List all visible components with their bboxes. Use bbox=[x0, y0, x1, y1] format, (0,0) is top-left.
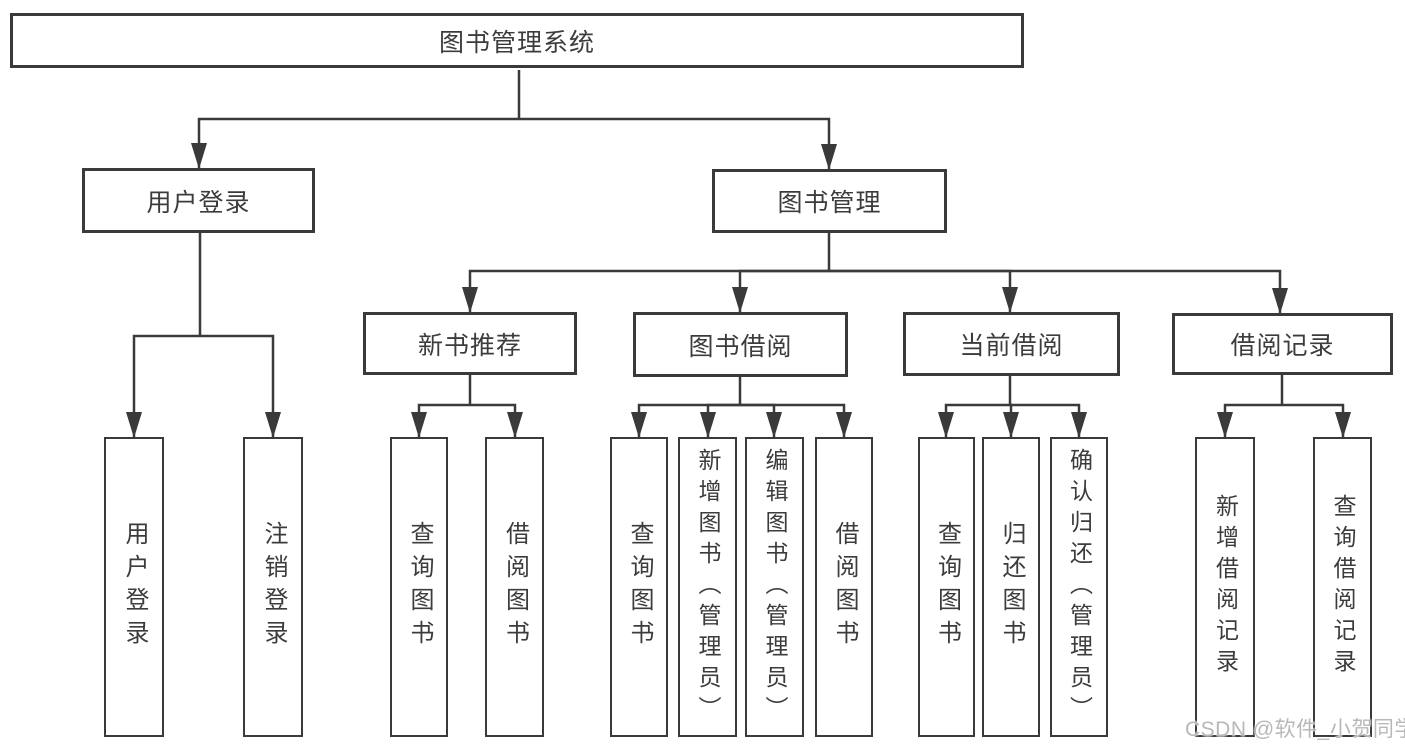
leaf-bb-borrow-book: 借阅图书 bbox=[815, 437, 873, 737]
node-book-management: 图书管理 bbox=[712, 169, 947, 233]
csdn-watermark: CSDN @软件_小贺同学 bbox=[1185, 718, 1405, 741]
leaf-nbr-borrow-book: 借阅图书 bbox=[485, 437, 544, 737]
leaf-cb-return-book: 归还图书 bbox=[982, 437, 1040, 737]
leaf-cb-confirm-return-admin: 确认归还（管理员） bbox=[1050, 437, 1108, 737]
leaf-cb-query-book: 查询图书 bbox=[918, 437, 975, 737]
node-current-borrow: 当前借阅 bbox=[903, 312, 1120, 376]
leaf-bb-edit-book-admin: 编辑图书（管理员） bbox=[745, 437, 804, 737]
leaf-br-query-record: 查询借阅记录 bbox=[1313, 437, 1372, 737]
node-book-borrow: 图书借阅 bbox=[633, 312, 848, 377]
node-user-login: 用户登录 bbox=[82, 168, 315, 233]
leaf-user-login: 用户登录 bbox=[104, 437, 164, 737]
leaf-bb-query-book: 查询图书 bbox=[610, 437, 668, 737]
leaf-logout: 注销登录 bbox=[243, 437, 303, 737]
node-root-system: 图书管理系统 bbox=[10, 13, 1024, 68]
node-borrow-records: 借阅记录 bbox=[1172, 313, 1393, 375]
leaf-bb-add-book-admin: 新增图书（管理员） bbox=[678, 437, 737, 737]
leaf-br-add-record: 新增借阅记录 bbox=[1195, 437, 1255, 737]
node-new-book-recommend: 新书推荐 bbox=[363, 312, 577, 375]
leaf-nbr-query-book: 查询图书 bbox=[390, 437, 448, 737]
